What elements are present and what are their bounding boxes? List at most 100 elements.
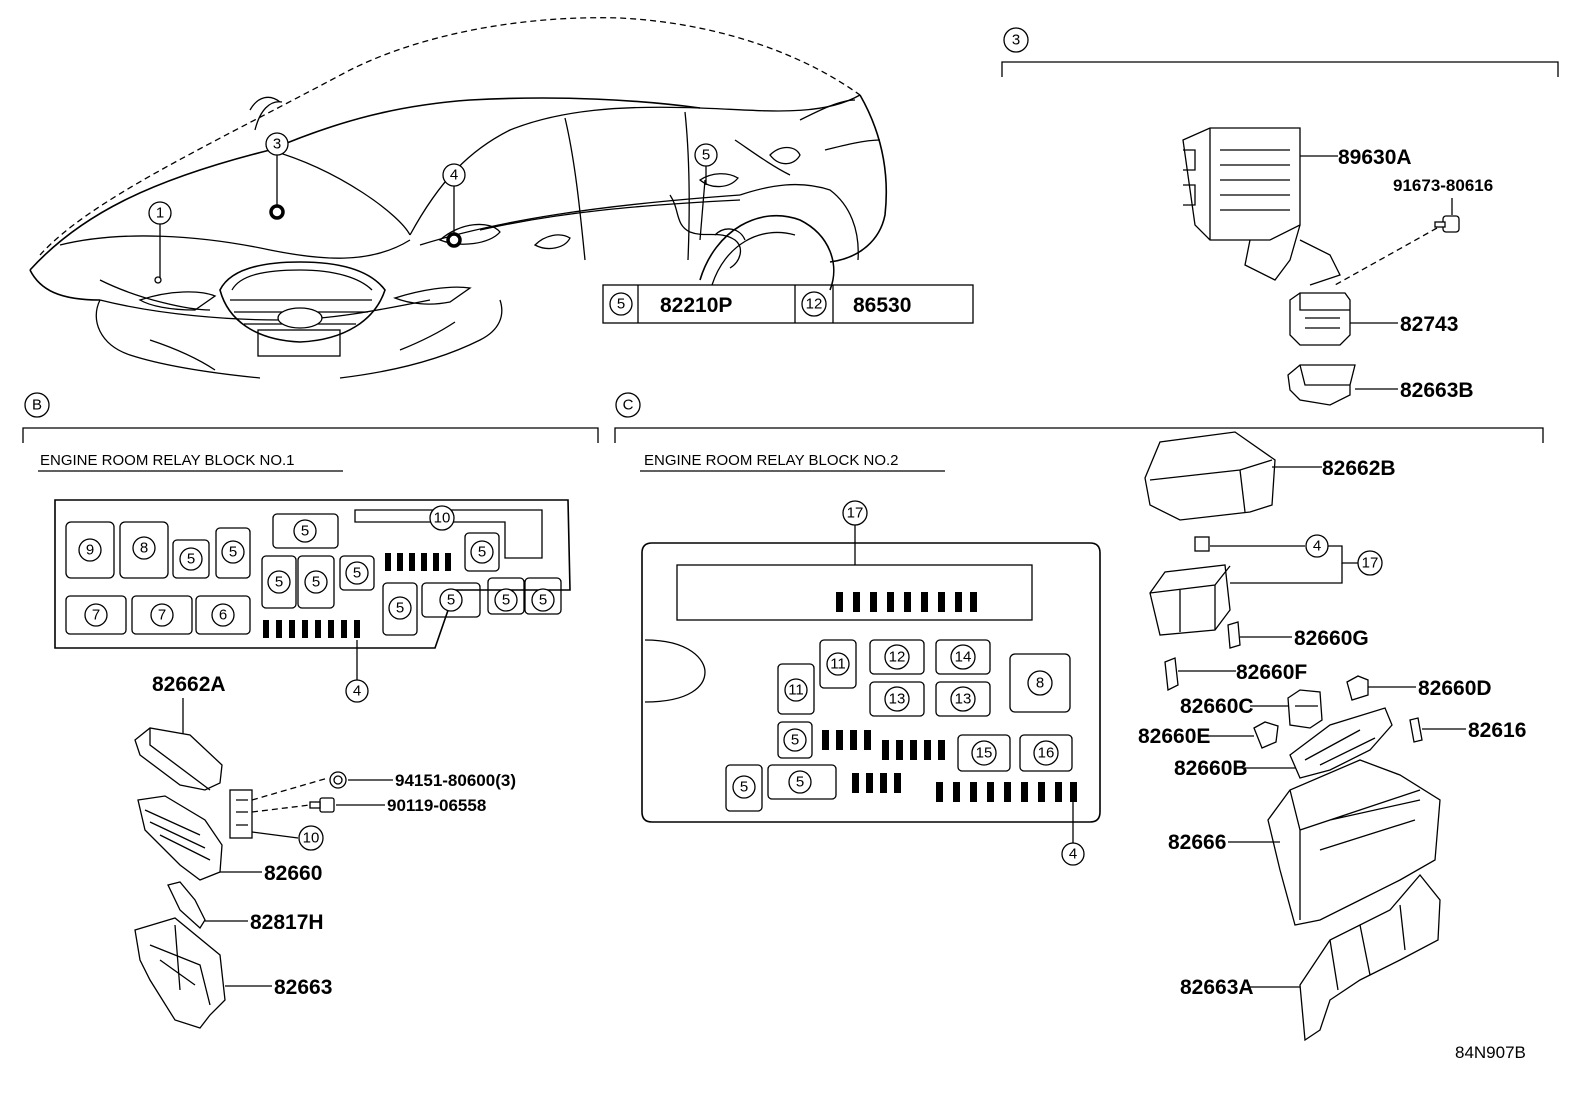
connector-82660D-drawing xyxy=(1346,675,1369,701)
callout-table: 5 82210P 12 86530 xyxy=(602,284,974,324)
svg-text:11: 11 xyxy=(788,682,804,699)
svg-text:5: 5 xyxy=(740,779,748,796)
part-82666: 82666 xyxy=(1168,831,1226,854)
fuse-small-drawing xyxy=(1194,536,1210,552)
callout-10-lower: 10 xyxy=(303,830,320,847)
svg-text:5: 5 xyxy=(502,592,510,609)
connector-82660C-drawing xyxy=(1287,689,1323,729)
table-part-86530: 86530 xyxy=(853,294,911,317)
section-C: C ENGINE ROOM RELAY BLOCK NO.2 17 xyxy=(614,392,1544,866)
table-callout-12: 12 xyxy=(806,296,823,313)
right-exploded-parts: 82662B 4 17 82660G 82660F 82660D 82660 xyxy=(1138,431,1526,1042)
svg-text:9: 9 xyxy=(86,542,94,559)
part-82660F: 82660F xyxy=(1236,661,1307,684)
bracket-82663B-drawing xyxy=(1287,364,1356,406)
fuse-row-C-top xyxy=(836,592,977,612)
part-82616: 82616 xyxy=(1468,719,1526,742)
relay-block-2-numbers: 11 11 12 13 14 13 8 5 15 16 5 5 xyxy=(732,644,1059,799)
section-B-label: B xyxy=(32,397,42,414)
part-82660D: 82660D xyxy=(1418,677,1492,700)
vehicle-illustration xyxy=(29,17,888,379)
section-3-marker xyxy=(1003,27,1029,53)
part-91673-80616: 91673-80616 xyxy=(1393,176,1493,195)
svg-text:5: 5 xyxy=(539,592,547,609)
svg-text:5: 5 xyxy=(275,574,283,591)
callout-3-marker xyxy=(269,204,285,220)
block-82660B-drawing xyxy=(1289,707,1393,779)
svg-text:5: 5 xyxy=(353,565,361,582)
svg-text:11: 11 xyxy=(830,656,846,673)
bolt-icon-2 xyxy=(309,797,335,813)
svg-text:5: 5 xyxy=(478,544,486,561)
svg-text:7: 7 xyxy=(158,607,166,624)
table-callout-5: 5 xyxy=(617,296,625,313)
relay-block-2-fuse-strip xyxy=(676,564,1033,621)
section-3: 3 89630A 91673-80616 82743 xyxy=(1001,27,1559,406)
svg-text:12: 12 xyxy=(889,649,906,666)
part-82660B: 82660B xyxy=(1174,757,1248,780)
section-C-label: C xyxy=(623,397,634,414)
section-B: B ENGINE ROOM RELAY BLOCK NO.1 9 xyxy=(22,392,599,1029)
part-89630A: 89630A xyxy=(1338,146,1412,169)
part-82662B: 82662B xyxy=(1322,457,1396,480)
vehicle-callouts: 1 3 4 5 xyxy=(148,132,718,284)
callout-4-label: 4 xyxy=(450,167,458,184)
part-82817H: 82817H xyxy=(250,911,324,934)
section-B-marker xyxy=(24,392,50,418)
relay-block-2-slots xyxy=(725,639,1073,812)
svg-text:13: 13 xyxy=(955,691,972,708)
block-B-title: ENGINE ROOM RELAY BLOCK NO.1 xyxy=(40,452,295,469)
callout-3-label: 3 xyxy=(273,136,281,153)
svg-text:14: 14 xyxy=(955,649,972,666)
svg-text:5: 5 xyxy=(301,523,309,540)
fuse-block-drawing xyxy=(1149,564,1231,636)
svg-text:5: 5 xyxy=(229,544,237,561)
part-82663: 82663 xyxy=(274,976,332,999)
svg-text:5: 5 xyxy=(396,600,404,617)
svg-text:5: 5 xyxy=(791,732,799,749)
fuse-row-B xyxy=(263,553,451,638)
callout-1-label: 1 xyxy=(156,205,164,222)
callout-5-label: 5 xyxy=(702,147,710,164)
part-82660E: 82660E xyxy=(1138,725,1210,748)
svg-text:5: 5 xyxy=(312,574,320,591)
terminal-82660G-drawing xyxy=(1227,621,1241,649)
bracket-82663A-drawing xyxy=(1299,873,1441,1042)
connector-82660E-drawing xyxy=(1253,721,1279,749)
ecu-89630A-drawing xyxy=(1182,127,1341,286)
svg-text:7: 7 xyxy=(92,607,100,624)
block-B-callout-10: 10 xyxy=(434,510,451,527)
housing-82666-drawing xyxy=(1267,759,1441,926)
part-82743: 82743 xyxy=(1400,313,1458,336)
part-82663B: 82663B xyxy=(1400,379,1474,402)
right-callout-4: 4 xyxy=(1313,538,1321,555)
part-82660C: 82660C xyxy=(1180,695,1254,718)
svg-text:13: 13 xyxy=(889,691,906,708)
relay-block-1-slots xyxy=(65,509,562,636)
relay-block-1-numbers: 9 8 5 5 7 7 6 5 5 5 5 5 5 5 5 5 10 xyxy=(78,505,555,627)
svg-text:6: 6 xyxy=(219,607,227,624)
block-82660-drawing xyxy=(137,789,253,881)
table-part-82210P: 82210P xyxy=(660,294,732,317)
svg-text:5: 5 xyxy=(447,592,455,609)
svg-text:15: 15 xyxy=(976,745,993,762)
relay-block-2-outline xyxy=(641,542,1101,823)
cover-82662B-drawing xyxy=(1144,431,1276,521)
part-94151-80600: 94151-80600(3) xyxy=(395,771,516,790)
part-82660G: 82660G xyxy=(1294,627,1369,650)
part-82662A: 82662A xyxy=(152,673,226,696)
block-C-callout-4: 4 xyxy=(1069,846,1077,863)
svg-text:16: 16 xyxy=(1038,745,1055,762)
part-82660: 82660 xyxy=(264,862,322,885)
bracket-82817H-drawing xyxy=(167,881,206,930)
block-C-title: ENGINE ROOM RELAY BLOCK NO.2 xyxy=(644,452,899,469)
right-callout-17: 17 xyxy=(1362,555,1379,572)
svg-text:8: 8 xyxy=(140,540,148,557)
svg-text:5: 5 xyxy=(187,551,195,568)
section-3-label: 3 xyxy=(1012,32,1020,49)
block-B-callout-4: 4 xyxy=(353,683,361,700)
svg-text:5: 5 xyxy=(796,774,804,791)
svg-text:8: 8 xyxy=(1036,675,1044,692)
nut-icon xyxy=(329,771,347,789)
